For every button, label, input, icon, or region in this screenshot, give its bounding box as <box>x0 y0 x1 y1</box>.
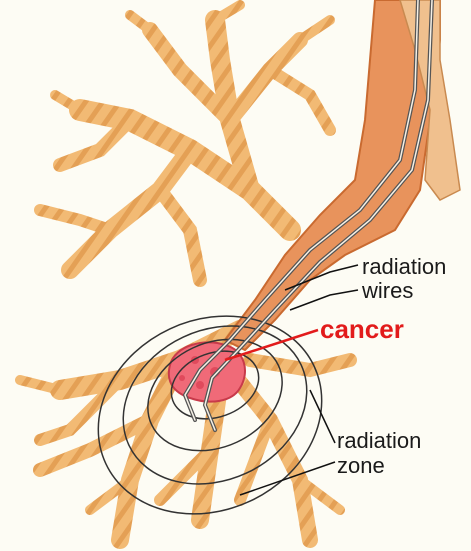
upper-bronchial-tree <box>34 0 336 287</box>
radiation-wires-label-line1: radiation <box>362 254 447 279</box>
radiation-wires-label-line2: wires <box>362 278 414 303</box>
radiation-zone-contours <box>97 315 323 515</box>
zone-leader-line-bottom <box>239 461 336 496</box>
wires-leader-line-2 <box>289 289 359 311</box>
radiation-wires <box>182 0 434 432</box>
wires-leader-line <box>284 264 359 291</box>
cancer-leader-line <box>224 328 319 362</box>
radiation-zone-label-line1: radiation <box>337 428 422 453</box>
cancer-label: cancer <box>320 314 404 344</box>
radiation-zone-label-line2: zone <box>337 453 385 478</box>
zone-leader-line-top <box>309 389 336 444</box>
callout-leaders <box>224 264 359 496</box>
